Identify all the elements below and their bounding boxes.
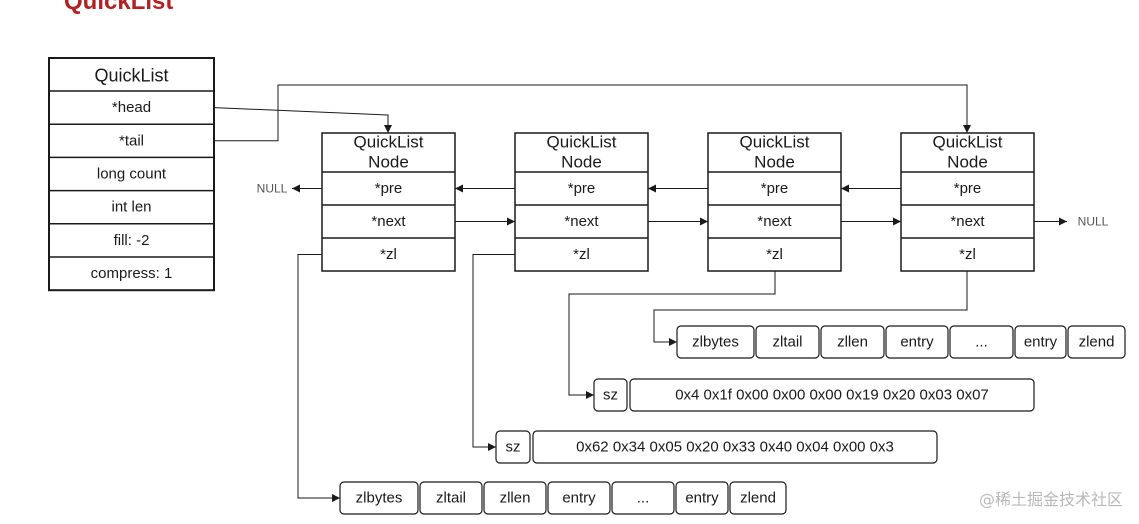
sz-label-1: sz (603, 387, 618, 404)
quicklist-node-title: QuickList (354, 133, 424, 152)
null-label-right: NULL (1078, 215, 1109, 229)
ziplist-bottom-cell (675, 481, 729, 515)
quicklist-node-title: Node (561, 153, 602, 172)
quicklist-node-title: Node (754, 153, 795, 172)
compressed-data-2: 0x62 0x34 0x05 0x20 0x33 0x40 0x04 0x00 … (576, 439, 894, 456)
ziplist-bottom-cell-label: entry (685, 490, 719, 507)
ziplist-bottom-cell-label: entry (562, 490, 596, 507)
quicklist-node-box (321, 132, 456, 272)
quicklist-struct-header: QuickList (94, 66, 168, 86)
quicklist-node-field: *next (371, 213, 406, 230)
ziplist-bottom-cell-label: zllen (500, 490, 531, 507)
watermark: @稀土掘金技术社区 (978, 490, 1123, 509)
zl-pointer-node2 (472, 254, 515, 451)
ziplist-top-cell (820, 325, 885, 359)
ziplist-bottom-cell (729, 481, 787, 515)
quicklist-field: fill: -2 (114, 232, 150, 249)
ziplist-top-cell-label: entry (1024, 334, 1058, 351)
ziplist-bottom-cell-label: zltail (436, 490, 466, 507)
ziplist-top-cell (949, 325, 1014, 359)
ziplist-bottom-cell-label: zlbytes (356, 490, 403, 507)
compressed-data-box-1 (629, 378, 1035, 412)
sz-label-2: sz (506, 439, 521, 456)
ziplist-top-cell-label: ... (975, 334, 988, 351)
quicklist-node-field: *zl (959, 246, 976, 263)
tail-pointer-arrow (214, 84, 971, 142)
compressed-data-1: 0x4 0x1f 0x00 0x00 0x00 0x19 0x20 0x03 0… (675, 387, 989, 404)
quicklist-node-field: *next (950, 213, 985, 230)
quicklist-node-field: *pre (568, 180, 596, 197)
ziplist-top-cell-label: zltail (772, 334, 802, 351)
ziplist-bottom-cell (483, 481, 547, 515)
ziplist-top-cell (755, 325, 820, 359)
ziplist-top-cell (885, 325, 949, 359)
quicklist-field: long count (97, 166, 167, 183)
ziplist-top-cell (1067, 325, 1126, 359)
quicklist-field: int len (111, 199, 151, 216)
quicklist-node-title: Node (368, 153, 409, 172)
quicklist-node-box (514, 132, 649, 272)
zl-pointer-node4 (653, 271, 968, 346)
quicklist-node-title: QuickList (740, 133, 810, 152)
quicklist-node-title: Node (947, 153, 988, 172)
quicklist-node-title: QuickList (547, 133, 617, 152)
zl-pointer-node3 (568, 271, 776, 399)
quicklist-field: compress: 1 (91, 265, 173, 282)
ziplist-bottom-cell (611, 481, 675, 515)
compressed-data-box-2 (532, 430, 938, 464)
quicklist-node-field: *pre (954, 180, 982, 197)
ziplist-bottom-cell (419, 481, 483, 515)
quicklist-node-field: *zl (573, 246, 590, 263)
quicklist-struct-box (48, 57, 215, 292)
quicklist-node-field: *zl (766, 246, 783, 263)
ziplist-bottom-cell-label: ... (637, 490, 650, 507)
ziplist-top-cell-label: zlend (1079, 334, 1115, 351)
null-label-left: NULL (257, 182, 288, 196)
quicklist-field: *head (112, 99, 151, 116)
head-pointer-arrow (213, 107, 392, 133)
quicklist-node-field: *next (757, 213, 792, 230)
quicklist-node-box (707, 132, 842, 272)
quicklist-node-field: *pre (375, 180, 403, 197)
zl-pointer-node1 (297, 254, 340, 502)
quicklist-node-field: *zl (380, 246, 397, 263)
page-title: QuickList (64, 0, 174, 15)
quicklist-field: *tail (119, 132, 144, 149)
ziplist-top-cell-label: entry (900, 334, 934, 351)
quicklist-node-field: *next (564, 213, 599, 230)
ziplist-top-cell-label: zlbytes (692, 334, 739, 351)
ziplist-bottom-cell (547, 481, 611, 515)
ziplist-bottom-cell-label: zlend (740, 490, 776, 507)
ziplist-top-cell-label: zllen (837, 334, 868, 351)
ziplist-top-cell (1014, 325, 1067, 359)
quicklist-node-field: *pre (761, 180, 789, 197)
quicklist-node-title: QuickList (933, 133, 1003, 152)
